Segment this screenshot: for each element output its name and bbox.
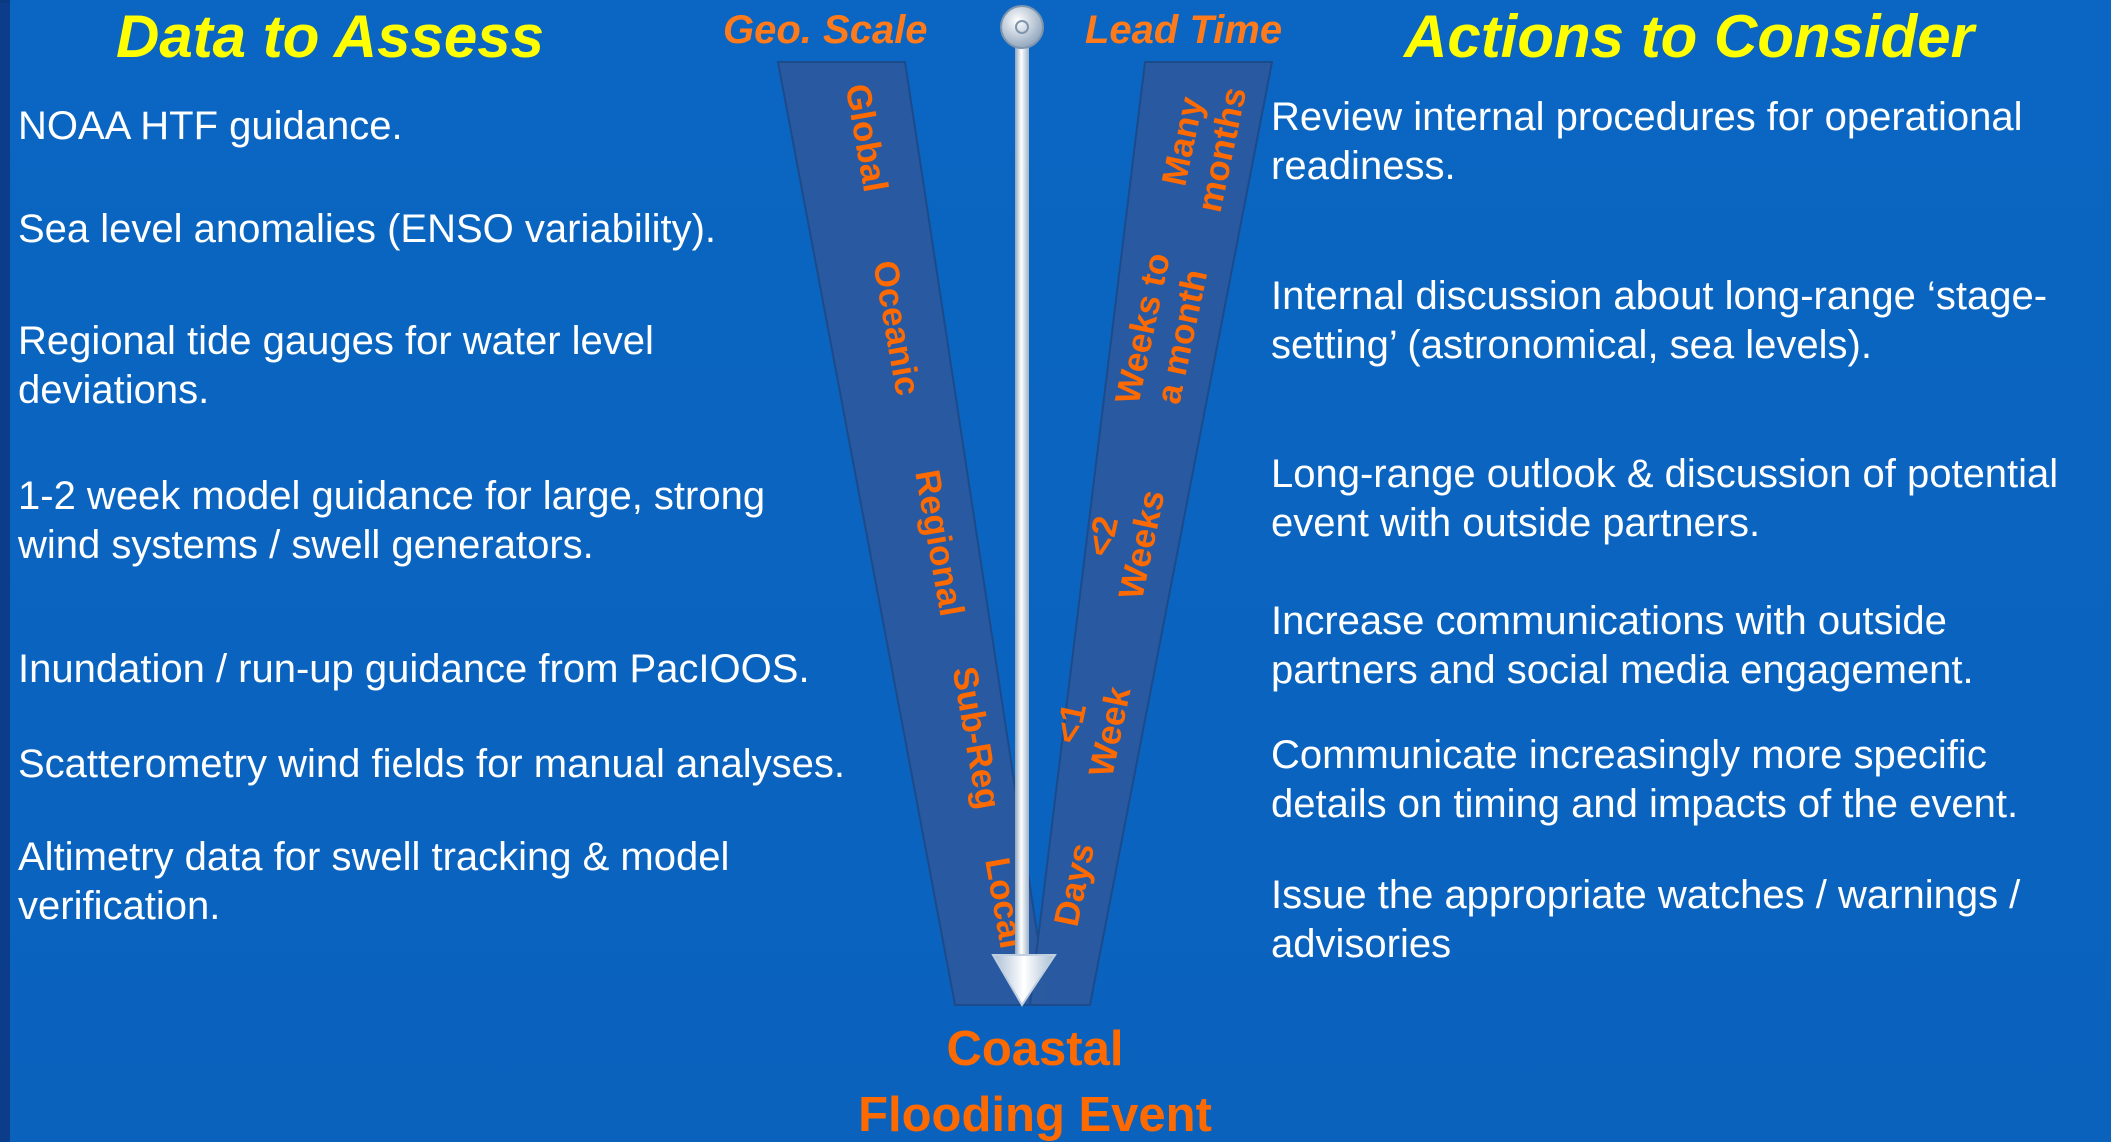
- svg-text:months: months: [1190, 84, 1254, 216]
- action-item: Issue the appropriate watches / warnings…: [1271, 873, 2021, 966]
- lead-label-weeks-to-month: Weeks to a month: [1108, 249, 1215, 407]
- action-item: Internal discussion about long-range ‘st…: [1271, 274, 2048, 367]
- geo-label-subreg: Sub-Reg: [945, 664, 1008, 812]
- data-item: NOAA HTF guidance.: [18, 104, 403, 148]
- timeline-rod: [1015, 28, 1029, 978]
- lead-label-many-months: Many months: [1155, 84, 1255, 216]
- event-label-line1: Coastal: [946, 1022, 1124, 1076]
- left-heading: Data to Assess: [116, 3, 544, 70]
- svg-text:a month: a month: [1149, 266, 1215, 407]
- data-item: Regional tide gauges for water level dev…: [18, 319, 654, 412]
- geo-label-regional: Regional: [907, 467, 971, 619]
- action-item: Review internal procedures for operation…: [1271, 95, 2023, 188]
- slide: Data to Assess Actions to Consider Geo. …: [10, 0, 2111, 1142]
- data-item: Sea level anomalies (ENSO variability).: [18, 207, 717, 251]
- geo-label-local: Local: [977, 855, 1031, 952]
- lead-label-2-weeks: <2 Weeks: [1080, 487, 1173, 603]
- action-item: Long-range outlook & discussion of poten…: [1271, 452, 2059, 545]
- svg-text:<2: <2: [1080, 513, 1126, 560]
- svg-text:Weeks to: Weeks to: [1108, 249, 1178, 407]
- rod-knob: [1000, 5, 1044, 49]
- svg-text:Weeks: Weeks: [1111, 487, 1172, 603]
- data-item: Inundation / run-up guidance from PacIOO…: [18, 647, 810, 691]
- data-item: 1-2 week model guidance for large, stron…: [18, 474, 766, 567]
- event-label-line2: Flooding Event: [858, 1088, 1212, 1142]
- lead-time-band: [1028, 61, 1274, 1006]
- lead-time-title: Lead Time: [1085, 8, 1283, 52]
- data-item: Scatterometry wind fields for manual ana…: [18, 742, 846, 786]
- action-item: Increase communications with outside par…: [1271, 599, 1974, 692]
- svg-text:<1: <1: [1048, 700, 1094, 747]
- svg-text:Days: Days: [1047, 840, 1103, 930]
- svg-text:Week: Week: [1081, 683, 1138, 780]
- arrowhead-icon: [991, 954, 1057, 1007]
- lead-label-1-week: <1 Week: [1048, 683, 1139, 780]
- svg-text:Many: Many: [1155, 93, 1212, 189]
- right-heading: Actions to Consider: [1404, 3, 1975, 70]
- geo-scale-title: Geo. Scale: [723, 8, 928, 52]
- geo-label-oceanic: Oceanic: [865, 258, 927, 399]
- lead-label-days: Days: [1047, 840, 1103, 930]
- data-item: Altimetry data for swell tracking & mode…: [18, 835, 730, 928]
- coastal-flooding-event-label: Coastal Flooding Event: [785, 1016, 1285, 1142]
- action-item: Communicate increasingly more specific d…: [1271, 733, 2019, 826]
